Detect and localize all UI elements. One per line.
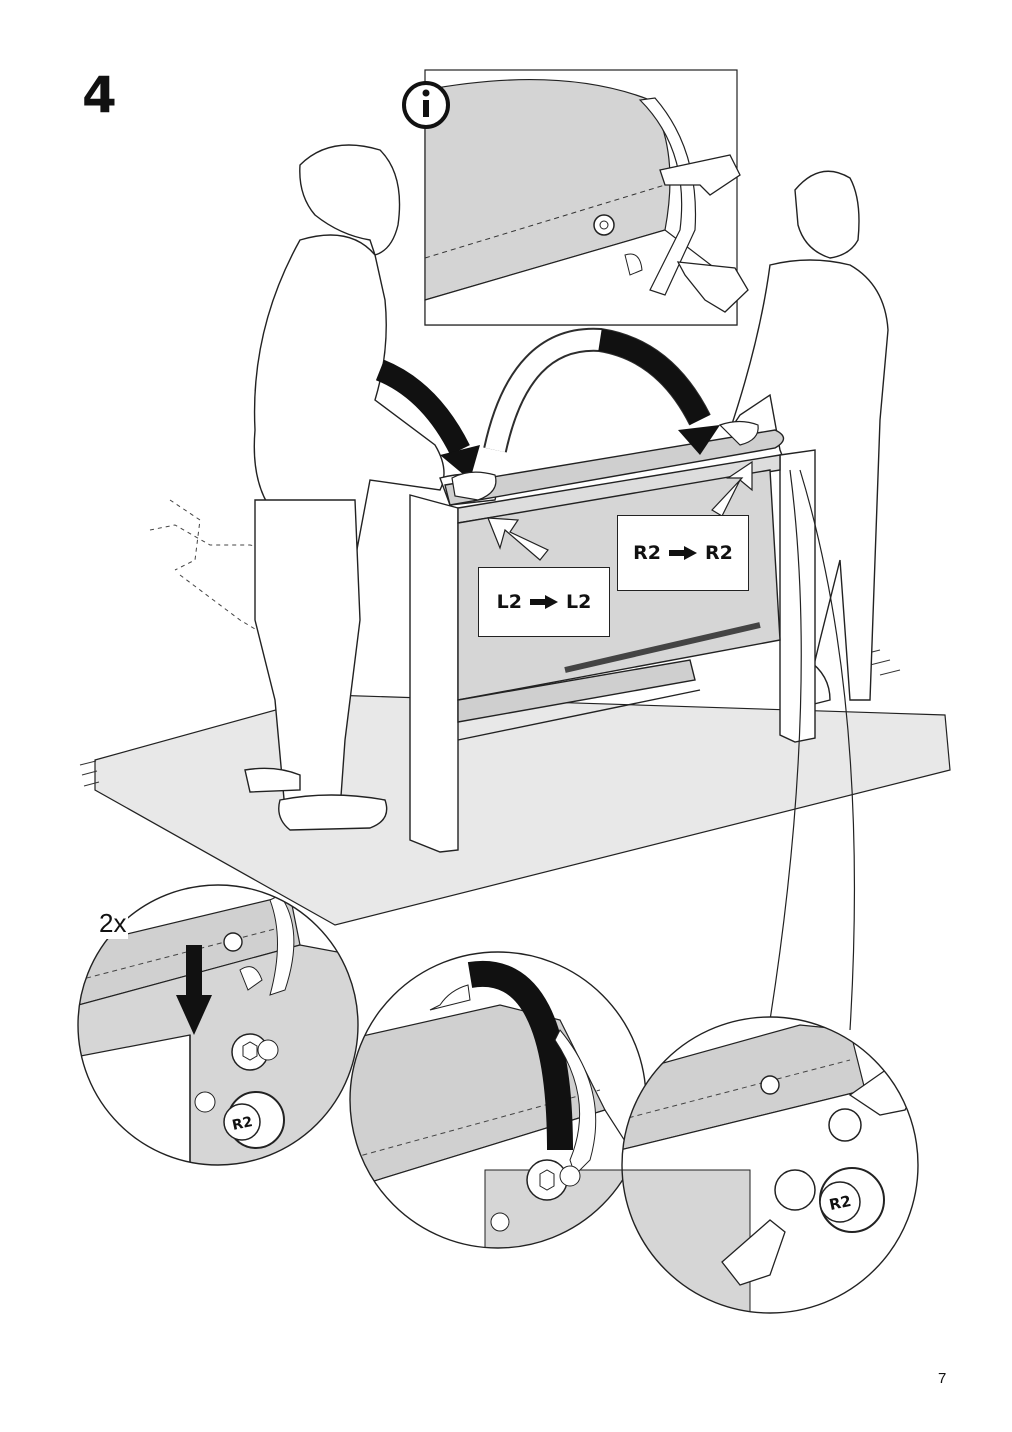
label-right-to: R2 bbox=[705, 542, 733, 564]
page-number: 7 bbox=[938, 1370, 947, 1387]
label-right-panel: R2 R2 bbox=[617, 515, 749, 591]
arrow-right-icon bbox=[669, 546, 697, 560]
knob-label: R2 bbox=[231, 1114, 254, 1134]
label-left-to: L2 bbox=[566, 591, 592, 613]
arrow-right-icon bbox=[530, 595, 558, 609]
info-icon bbox=[402, 81, 450, 129]
detail-circle-2 bbox=[350, 952, 646, 1248]
rotate-arrow-left bbox=[375, 359, 470, 456]
step-number: 4 bbox=[82, 66, 117, 124]
knob-label-2: R2 bbox=[828, 1192, 853, 1214]
label-left-panel: L2 L2 bbox=[478, 567, 610, 637]
label-right-from: R2 bbox=[633, 542, 661, 564]
rotate-arrow-top bbox=[483, 327, 711, 453]
label-left-from: L2 bbox=[496, 591, 522, 613]
person-left bbox=[244, 144, 501, 831]
inset-detail-top bbox=[402, 69, 749, 326]
quantity-label: 2x bbox=[97, 908, 129, 939]
